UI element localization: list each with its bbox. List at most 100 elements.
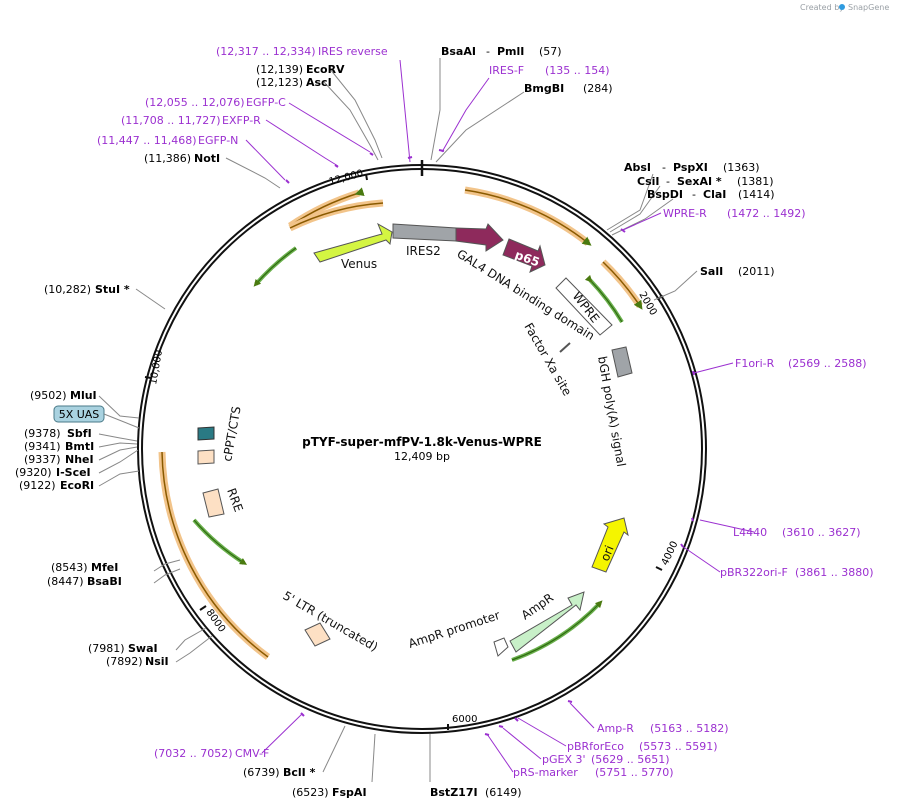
- primer-pgex3-pos: (5629 .. 5651): [591, 753, 670, 766]
- site-swai-pos: (7981): [88, 642, 125, 655]
- factor-xa-label: Factor Xa site: [521, 321, 574, 399]
- site-bsabi-name: BsaBI: [87, 575, 122, 588]
- site-stui-name: StuI *: [95, 283, 130, 296]
- primer-f1ori-r-name: F1ori-R: [735, 357, 775, 370]
- wpre-block: [555, 277, 613, 336]
- ires2-label: IRES2: [406, 244, 441, 258]
- primer-pgex3-name: pGEX 3': [542, 753, 586, 766]
- cppt-label: cPPT/CTS: [220, 405, 243, 462]
- site-bspdi-pos: (1414): [738, 188, 775, 201]
- snapgene-logo-icon: [839, 4, 845, 10]
- primer-egfp-c-pos: (12,055 .. 12,076): [145, 96, 245, 109]
- primer-ires-reverse-pos: (12,317 .. 12,334): [216, 45, 316, 58]
- site-absi-name2: PspXI: [673, 161, 708, 174]
- site-nsii-pos: (7892): [106, 655, 143, 668]
- site-bsaai-sep: -: [486, 45, 490, 58]
- site-bstz17i-name: BstZ17I: [430, 786, 478, 799]
- site-fspai-pos: (6523): [292, 786, 329, 799]
- primer-pbrforeco-name: pBRforEco: [567, 740, 624, 753]
- site-mfei-pos: (8543): [51, 561, 88, 574]
- primer-wpre-r-pos: (1472 .. 1492): [727, 207, 806, 220]
- uas-label: 5X UAS: [59, 408, 100, 421]
- uas-leader: [103, 413, 140, 429]
- site-bcli-name: BclI *: [283, 766, 316, 779]
- primer-marks: [285, 149, 695, 736]
- rre-block: [202, 488, 225, 518]
- primer-ires-reverse-name: IRES reverse: [318, 45, 388, 58]
- gal4-arrow: [455, 223, 504, 252]
- site-bspdi-name: BspDI: [647, 188, 683, 201]
- tick-label-6000: 6000: [452, 714, 477, 725]
- ampr-promoter-label: AmpR promoter: [407, 608, 502, 651]
- site-bmti-pos: (9341): [24, 440, 61, 453]
- tick-label-10000: 10,000: [148, 349, 165, 385]
- cppt-block: [197, 426, 215, 441]
- primer-egfp-n-pos: (11,447 .. 11,468): [97, 134, 197, 147]
- site-ecorv-pos: (12,139): [256, 63, 303, 76]
- site-mfei-name: MfeI: [91, 561, 118, 574]
- venus-arrow: [313, 222, 393, 263]
- site-bmgbi-name: BmgBI: [524, 82, 564, 95]
- ori-label: ori: [598, 543, 617, 563]
- site-bcli-pos: (6739): [243, 766, 280, 779]
- primer-prs-marker-name: pRS-marker: [513, 766, 578, 779]
- site-sali-pos: (2011): [738, 265, 775, 278]
- primer-leaders: [245, 59, 755, 773]
- site-fspai-name: FspAI: [332, 786, 367, 799]
- primer-pbrforeco-pos: (5573 .. 5591): [639, 740, 718, 753]
- primer-labels: (12,317 .. 12,334) IRES reverse IRES-F (…: [97, 45, 874, 779]
- site-bspdi-name2: ClaI: [703, 188, 726, 201]
- site-mlui-name: MluI: [70, 389, 97, 402]
- green-arcs: [192, 246, 624, 662]
- site-nsii-name: NsiI: [145, 655, 169, 668]
- rre-label: RRE: [224, 486, 245, 514]
- site-bsaai-pos: (57): [539, 45, 562, 58]
- site-bstz17i-pos: (6149): [485, 786, 522, 799]
- primer-cmv-f-pos: (7032 .. 7052): [154, 747, 233, 760]
- site-bmgbi-pos: (284): [583, 82, 613, 95]
- venus-label: Venus: [341, 257, 377, 271]
- p65-arrow: [502, 238, 546, 273]
- site-bmti-name: BmtI: [65, 440, 94, 453]
- site-swai-name: SwaI: [128, 642, 158, 655]
- ires2-block: [392, 223, 457, 242]
- site-noti-name: NotI: [194, 152, 220, 165]
- primer-amp-r-pos: (5163 .. 5182): [650, 722, 729, 735]
- site-sali-name: SalI: [700, 265, 723, 278]
- primer-ires-f-pos: (135 .. 154): [545, 64, 610, 77]
- site-csii-name: CsiI: [637, 175, 659, 188]
- site-nhei-name: NheI: [65, 453, 94, 466]
- site-absi-sep: -: [662, 161, 666, 174]
- site-asci-name: AscI: [306, 76, 332, 89]
- watermark-brand: SnapGene: [848, 3, 889, 12]
- site-absi-name: AbsI: [624, 161, 651, 174]
- primer-pbr322ori-f-pos: (3861 .. 3880): [795, 566, 874, 579]
- primer-exfp-r-name: EXFP-R: [222, 114, 261, 127]
- uas-small-block: [197, 449, 215, 465]
- site-absi-pos: (1363): [723, 161, 760, 174]
- site-sbfi-pos: (9378): [24, 427, 61, 440]
- map-length: 12,409 bp: [394, 450, 450, 463]
- primer-prs-marker-pos: (5751 .. 5770): [595, 766, 674, 779]
- primer-amp-r-name: Amp-R: [597, 722, 634, 735]
- site-bsabi-pos: (8447): [47, 575, 84, 588]
- site-asci-pos: (12,123): [256, 76, 303, 89]
- site-mlui-pos: (9502): [30, 389, 67, 402]
- primer-l4440-pos: (3610 .. 3627): [782, 526, 861, 539]
- map-title: pTYF-super-mfPV-1.8k-Venus-WPRE: [302, 435, 542, 449]
- watermark-prefix: Created by: [800, 3, 844, 12]
- bgh-block: [611, 346, 633, 378]
- ltr-block: [304, 622, 331, 647]
- site-labels: BsaAI - PmlI (57) BmgBI (284) AbsI - Psp…: [15, 45, 775, 799]
- ampr-arrow: [509, 591, 585, 653]
- site-csii-pos: (1381): [737, 175, 774, 188]
- site-csii-name2: SexAI *: [677, 175, 722, 188]
- site-bspdi-sep: -: [692, 188, 696, 201]
- factor-xa-mark: [559, 342, 571, 353]
- site-leaders: [98, 58, 698, 783]
- site-noti-pos: (11,386): [144, 152, 191, 165]
- site-bsaai-name: BsaAI: [441, 45, 476, 58]
- site-stui-pos: (10,282): [44, 283, 91, 296]
- orf-arcs: [158, 186, 643, 660]
